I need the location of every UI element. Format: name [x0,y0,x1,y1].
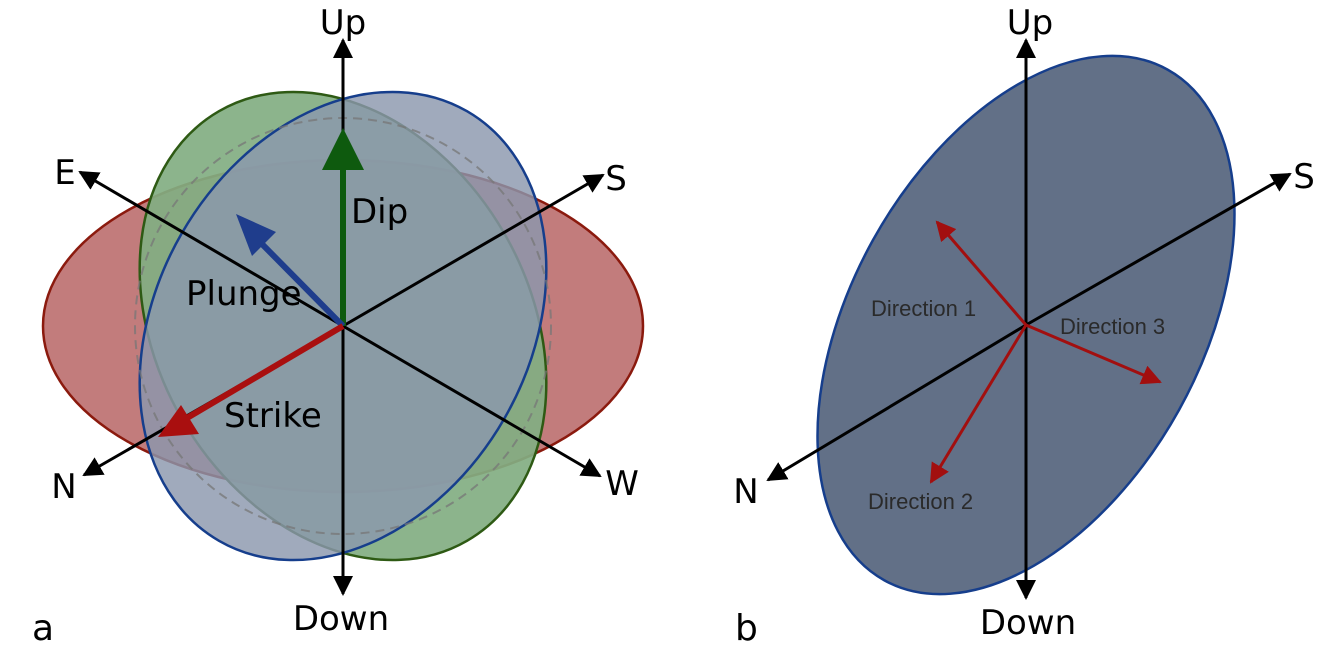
label-s-b: S [1293,157,1315,197]
label-up: Up [320,3,366,43]
axis-east [78,170,344,328]
panel-b: Up Down S N Direction 1 Direction 2 Dire… [733,3,1315,649]
label-n-b: N [733,472,758,512]
panel-letter-b: b [735,608,758,649]
axis-s-b [1025,172,1292,327]
label-west: W [605,464,639,504]
label-down-b: Down [980,603,1076,643]
label-north: N [51,467,76,507]
label-east: E [54,153,75,193]
label-strike: Strike [224,396,322,436]
label-down: Down [293,599,389,639]
dip-arrowhead [322,128,364,170]
panel-letter-a: a [32,608,54,649]
label-direction-3: Direction 3 [1060,314,1165,339]
axis-n-b [766,323,1027,482]
label-up-b: Up [1007,3,1053,43]
panel-a: Up Down E S N W Dip Plunge Strike a [32,3,645,649]
direction-2-arrow [929,324,1028,484]
direction-3-arrow [1025,323,1162,385]
axis-south [342,173,605,328]
label-direction-1: Direction 1 [871,296,976,321]
plunge-arrowhead [236,214,276,256]
label-dip: Dip [351,192,408,232]
label-south: S [605,159,627,199]
strike-arrowhead [158,405,199,437]
direction-1-arrow [935,220,1028,326]
label-plunge: Plunge [186,274,302,314]
label-direction-2: Direction 2 [868,489,973,514]
axis-west [342,324,602,478]
strike-arrow-shaft [185,323,345,421]
plunge-arrow-shaft [257,239,346,329]
